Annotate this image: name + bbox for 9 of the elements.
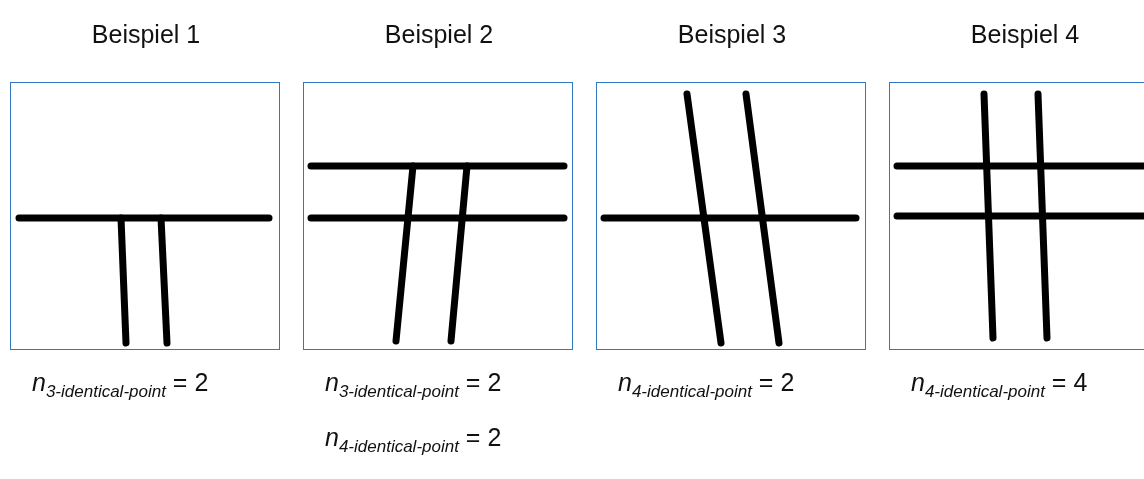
- panel-heading: Beispiel 3: [677, 20, 787, 49]
- formula-label: n$_{4-identical-point}$ = 2: [618, 368, 795, 402]
- formula-label: n$_{3-identical-point}$ = 2: [32, 368, 209, 402]
- formula-label: n$_{4-identical-point}$ = 4: [911, 368, 1088, 402]
- formula-label: n$_{4-identical-point}$ = 2: [325, 423, 502, 457]
- formula-label: n$_{3-identical-point}$ = 2: [325, 368, 502, 402]
- panel-heading: Beispiel 4: [970, 20, 1080, 49]
- panel-heading: Beispiel 1: [91, 20, 201, 49]
- panel-heading: Beispiel 2: [384, 20, 494, 49]
